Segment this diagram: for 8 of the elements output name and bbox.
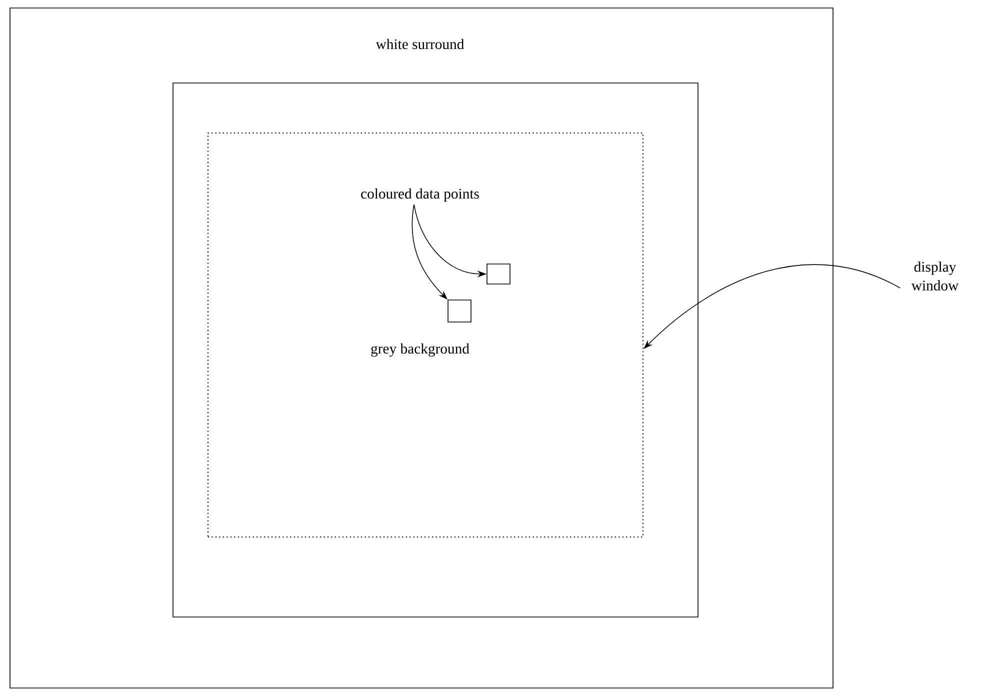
dotted-window-box (207, 132, 644, 538)
node-text: coloured data points (361, 188, 479, 202)
frame-box (172, 82, 698, 618)
area-label: grey background (371, 343, 470, 357)
data-point-square (448, 300, 472, 322)
data-point-square (486, 264, 510, 284)
arrow (644, 264, 900, 349)
node-text: display window (911, 262, 959, 290)
